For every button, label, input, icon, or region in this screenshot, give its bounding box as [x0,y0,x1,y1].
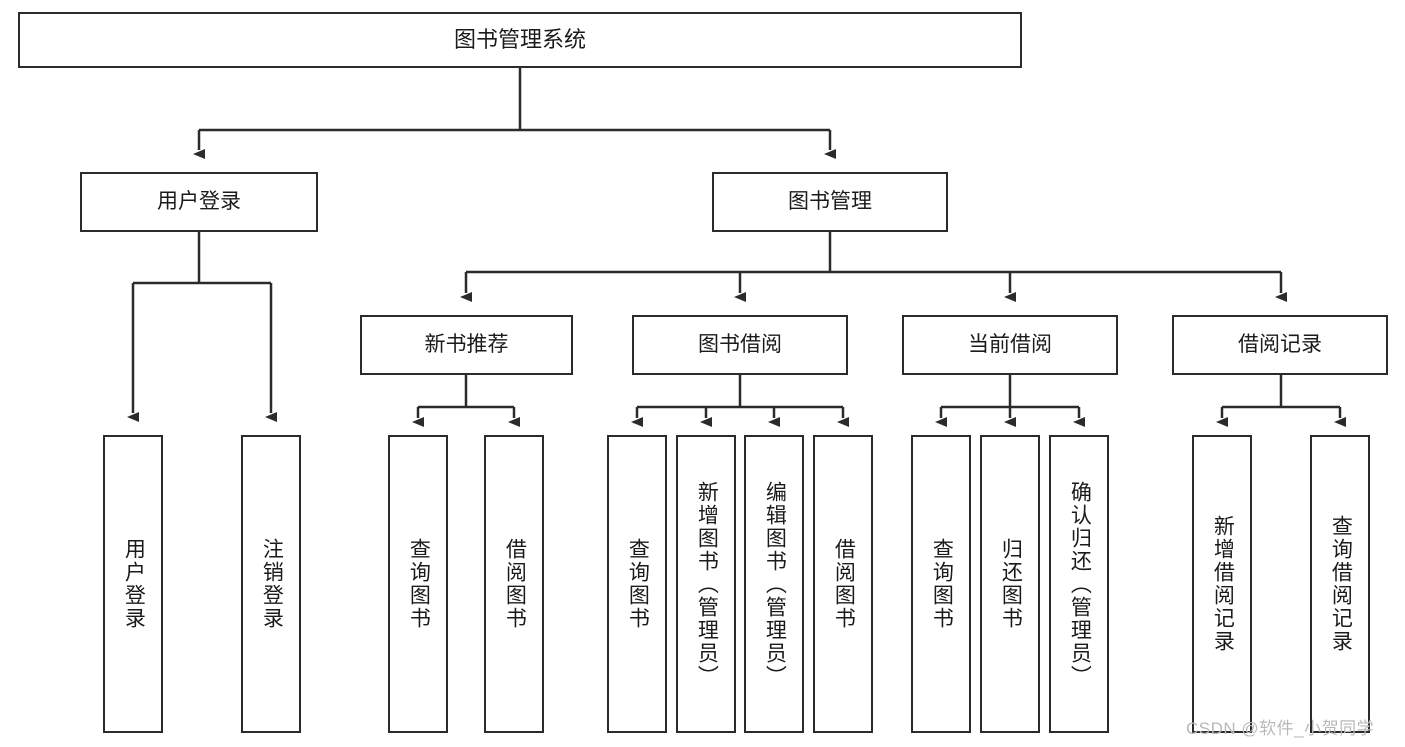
node-leaf-query-book-2-label: 查询图书 [626,538,650,630]
node-leaf-user-login[interactable]: 用户登录 [103,435,163,733]
node-leaf-user-login-label: 用户登录 [122,538,146,630]
node-leaf-borrow-book-2[interactable]: 借阅图书 [813,435,873,733]
node-root[interactable]: 图书管理系统 [18,12,1022,68]
node-leaf-query-book-1[interactable]: 查询图书 [388,435,448,733]
node-borrow-record-label: 借阅记录 [1238,332,1322,356]
node-current-borrow[interactable]: 当前借阅 [902,315,1118,375]
node-leaf-add-record[interactable]: 新增借阅记录 [1192,435,1252,733]
node-leaf-query-record[interactable]: 查询借阅记录 [1310,435,1370,733]
node-leaf-add-book-label: 新增图书（管理员） [695,480,719,688]
node-book-manage-label: 图书管理 [788,189,872,213]
watermark: CSDN @软件_小贺同学 [1186,719,1375,738]
node-book-manage[interactable]: 图书管理 [712,172,948,232]
node-leaf-query-book-3[interactable]: 查询图书 [911,435,971,733]
node-leaf-edit-book-label: 编辑图书（管理员） [763,480,787,688]
node-leaf-logout-login[interactable]: 注销登录 [241,435,301,733]
node-new-book-recommend-label: 新书推荐 [424,332,509,356]
node-book-borrow[interactable]: 图书借阅 [632,315,848,375]
node-leaf-borrow-book-1[interactable]: 借阅图书 [484,435,544,733]
node-leaf-query-record-label: 查询借阅记录 [1329,515,1353,653]
node-leaf-edit-book[interactable]: 编辑图书（管理员） [744,435,804,733]
node-leaf-confirm-return-label: 确认归还（管理员） [1068,480,1092,688]
node-borrow-record[interactable]: 借阅记录 [1172,315,1388,375]
node-leaf-return-book[interactable]: 归还图书 [980,435,1040,733]
node-current-borrow-label: 当前借阅 [968,332,1052,356]
node-user-login[interactable]: 用户登录 [80,172,318,232]
node-new-book-recommend[interactable]: 新书推荐 [360,315,573,375]
node-leaf-logout-login-label: 注销登录 [260,538,284,630]
node-book-borrow-label: 图书借阅 [698,332,782,356]
node-root-label: 图书管理系统 [453,27,586,53]
node-leaf-query-book-1-label: 查询图书 [407,538,431,630]
node-leaf-query-book-2[interactable]: 查询图书 [607,435,667,733]
node-leaf-confirm-return[interactable]: 确认归还（管理员） [1049,435,1109,733]
node-leaf-borrow-book-2-label: 借阅图书 [832,538,856,630]
node-leaf-borrow-book-1-label: 借阅图书 [503,538,527,630]
node-leaf-return-book-label: 归还图书 [999,538,1023,630]
node-leaf-add-book[interactable]: 新增图书（管理员） [676,435,736,733]
node-leaf-query-book-3-label: 查询图书 [930,538,954,630]
node-leaf-add-record-label: 新增借阅记录 [1211,515,1235,653]
node-user-login-label: 用户登录 [157,189,241,213]
